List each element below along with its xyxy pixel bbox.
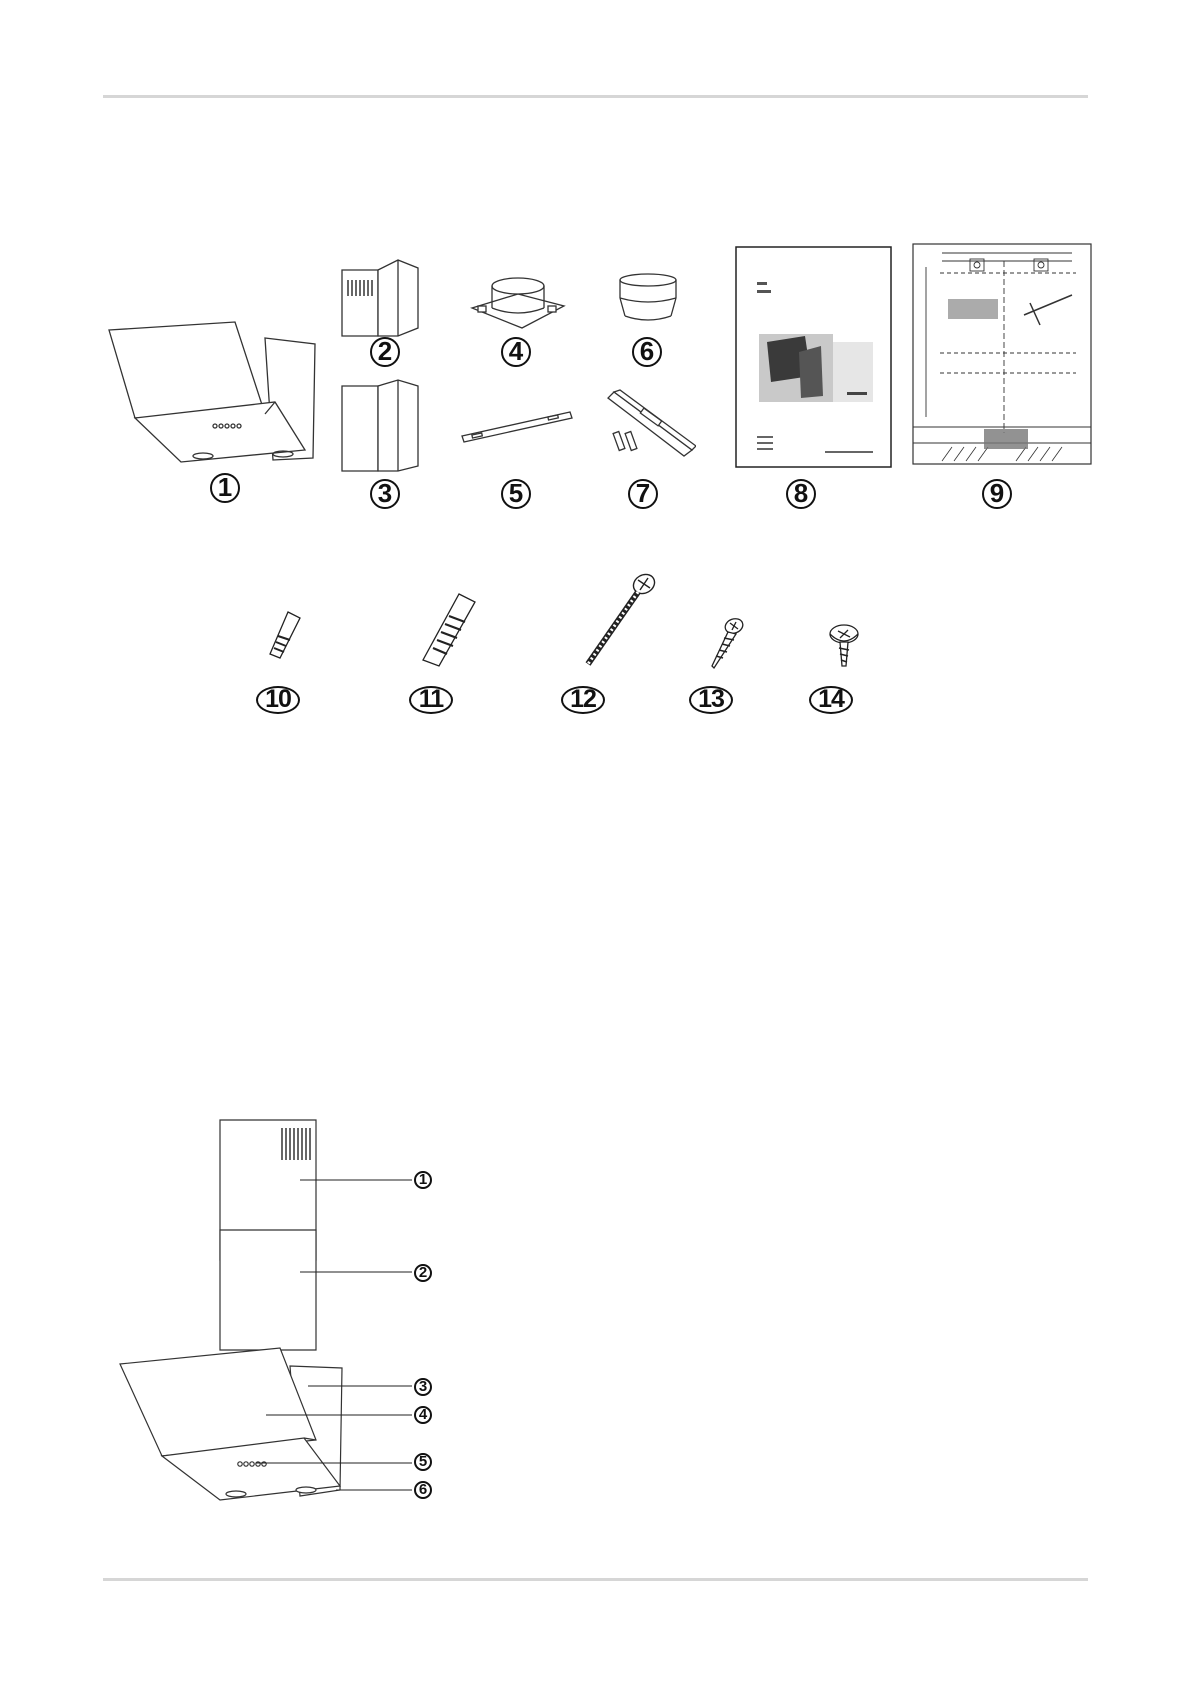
- lower-chimney-icon: [340, 378, 420, 473]
- top-rule: [103, 95, 1088, 98]
- part-number-7: 7: [628, 479, 658, 509]
- short-screw-icon: [700, 616, 746, 672]
- filter-kit-icon: [606, 388, 696, 464]
- assembly-label-6: 6: [414, 1481, 432, 1499]
- bracket-icon: [458, 406, 576, 446]
- bottom-rule: [103, 1578, 1088, 1581]
- assembly-label-4: 4: [414, 1406, 432, 1424]
- assembly-label-1: 1: [414, 1171, 432, 1189]
- part-number-9: 9: [982, 479, 1012, 509]
- reducer-icon: [615, 272, 681, 326]
- part-number-1: 1: [210, 473, 240, 503]
- assembly-label-5: 5: [414, 1453, 432, 1471]
- fixing-number-13: 13: [689, 686, 733, 714]
- manual-icon: [735, 246, 892, 468]
- assembly-label-3: 3: [414, 1378, 432, 1396]
- fixing-number-14: 14: [809, 686, 853, 714]
- part-number-2: 2: [370, 337, 400, 367]
- fixing-number-10: 10: [256, 686, 300, 714]
- long-screw-icon: [580, 570, 660, 670]
- hood-icon: [105, 318, 325, 468]
- flange-icon: [468, 272, 568, 332]
- assembled-hood-diagram: [110, 1110, 440, 1510]
- large-wall-plug-icon: [415, 590, 481, 670]
- flange-screw-icon: [820, 618, 866, 670]
- assembly-label-2: 2: [414, 1264, 432, 1282]
- fixing-number-12: 12: [561, 686, 605, 714]
- part-number-3: 3: [370, 479, 400, 509]
- part-number-5: 5: [501, 479, 531, 509]
- part-number-8: 8: [786, 479, 816, 509]
- part-number-4: 4: [501, 337, 531, 367]
- template-icon: [912, 243, 1092, 465]
- fixing-number-11: 11: [409, 686, 453, 714]
- upper-chimney-icon: [340, 258, 420, 338]
- part-number-6: 6: [632, 337, 662, 367]
- small-wall-plug-icon: [264, 608, 306, 664]
